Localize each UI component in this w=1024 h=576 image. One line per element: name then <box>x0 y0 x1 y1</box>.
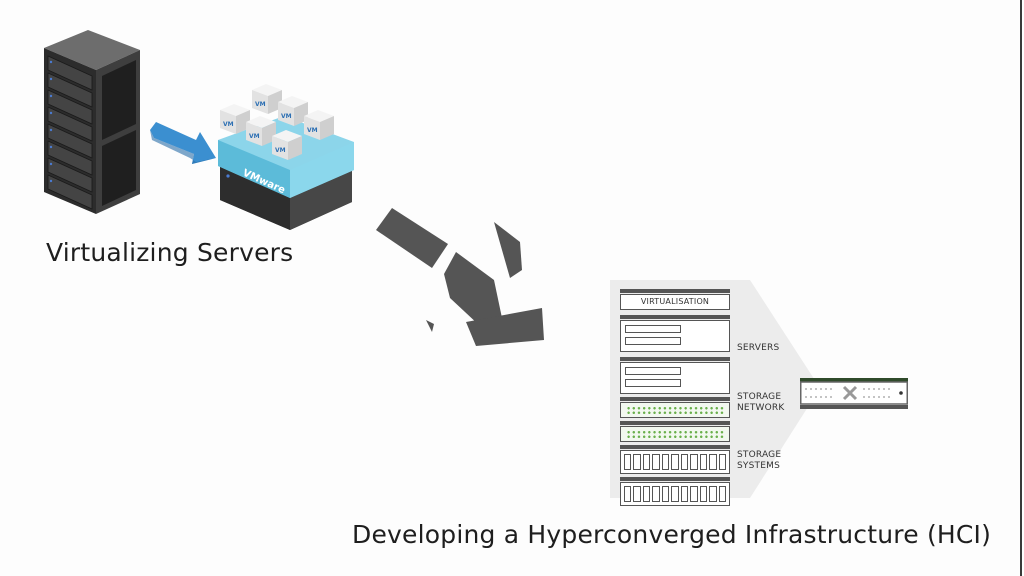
server-unit <box>620 362 730 394</box>
physical-server-rack-icon <box>44 30 140 214</box>
storage-system-array <box>620 482 730 506</box>
vm-cubes: VM VM VM VM VM VM <box>220 84 334 160</box>
transition-arrow-icon <box>376 208 544 346</box>
server-unit <box>620 320 730 352</box>
servers-label: SERVERS <box>737 343 780 353</box>
right-edge-divider <box>1020 0 1022 576</box>
storage-network-label: STORAGE NETWORK <box>737 392 785 413</box>
virtualize-arrow-icon <box>150 122 216 164</box>
svg-text:VM: VM <box>255 101 266 108</box>
vmware-host-icon: VMware VM VM VM VM VM VM <box>218 84 354 230</box>
svg-text:VM: VM <box>223 121 234 128</box>
storage-system-array <box>620 450 730 474</box>
svg-text:VM: VM <box>275 147 286 154</box>
virtualizing-servers-caption: Virtualizing Servers <box>46 238 294 267</box>
traditional-infrastructure-stack: VIRTUALISATION <box>620 289 730 506</box>
hyperconverged-appliance-icon <box>800 378 908 409</box>
storage-systems-label: STORAGE SYSTEMS <box>737 450 782 471</box>
svg-text:VM: VM <box>307 127 318 134</box>
storage-network-switch <box>620 426 730 442</box>
hci-caption: Developing a Hyperconverged Infrastructu… <box>352 520 992 549</box>
storage-network-switch <box>620 402 730 418</box>
svg-text:VM: VM <box>249 133 260 140</box>
svg-text:VM: VM <box>281 113 292 120</box>
virtualisation-layer: VIRTUALISATION <box>620 294 730 310</box>
